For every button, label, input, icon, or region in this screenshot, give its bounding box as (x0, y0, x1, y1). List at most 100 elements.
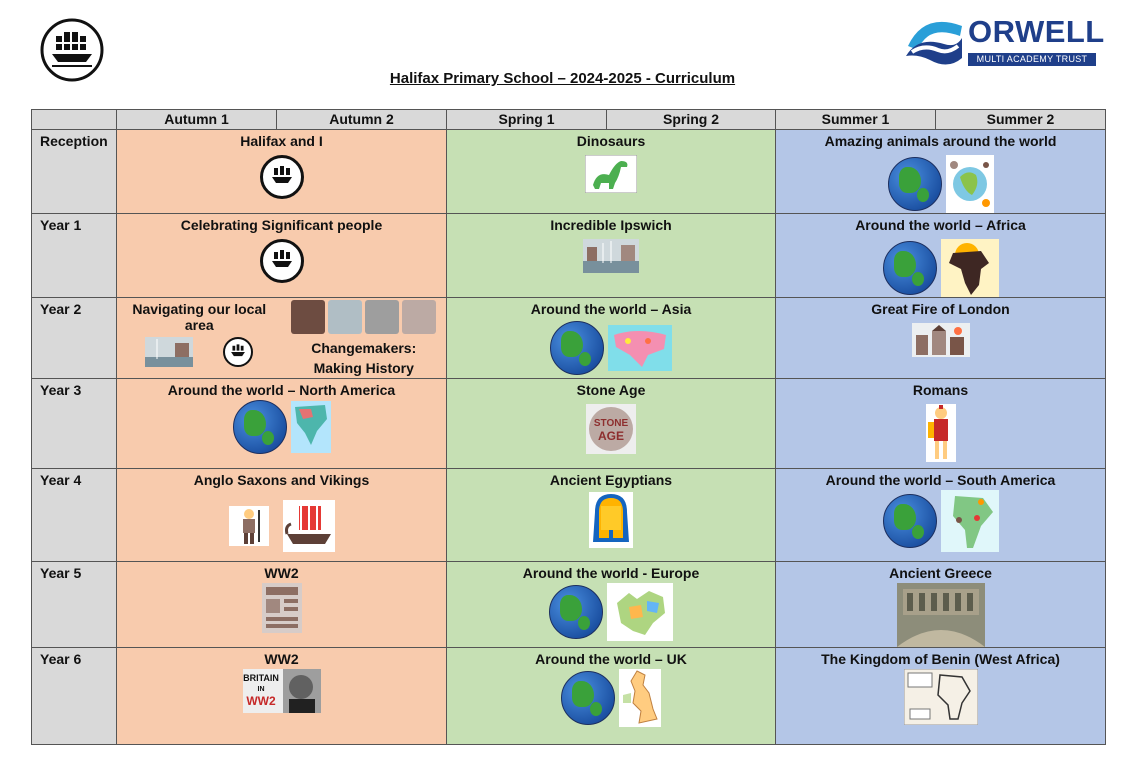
spring-topic-cell: Dinosaurs (446, 129, 776, 214)
portrait-photo (402, 300, 437, 334)
topic-label: Celebrating Significant people (180, 217, 383, 233)
topic-label: Anglo Saxons and Vikings (193, 472, 370, 488)
topic-label: Around the world – Asia (530, 301, 692, 317)
svg-text:AGE: AGE (598, 429, 624, 443)
topic-label: Around the world - Europe (522, 565, 700, 581)
globe-icon (882, 241, 937, 295)
summer-topic-cell: Amazing animals around the world (775, 129, 1106, 214)
topic-label: Around the world – Africa (855, 217, 1026, 233)
topic-label: Navigating our local area (132, 301, 267, 333)
table-row: Year 5 WW2 Around the world - Europe Anc… (31, 561, 1106, 648)
spring-topic-cell: Incredible Ipswich (446, 213, 776, 298)
col-summer-1: Summer 1 (775, 109, 936, 130)
year-label: Year 1 (31, 213, 117, 298)
globe-icon (561, 671, 615, 725)
trust-tagline: MULTI ACADEMY TRUST (968, 53, 1096, 66)
autumn-topic-cell: Around the world – North America (116, 378, 447, 469)
school-ship-icon (259, 155, 304, 199)
ww2-newspaper-picture (261, 583, 302, 633)
summer-topic-cell: Great Fire of London (775, 297, 1106, 379)
trust-logo: ORWELL MULTI ACADEMY TRUST (904, 14, 1104, 72)
topic-label: Dinosaurs (576, 133, 646, 149)
year-label: Year 4 (31, 468, 117, 562)
topic-label: Ancient Greece (889, 565, 992, 581)
globe-icon (549, 585, 603, 639)
ipswich-marina-photo (583, 239, 639, 273)
saxon-warrior-icon (228, 506, 269, 546)
summer-topic-cell: The Kingdom of Benin (West Africa) (775, 647, 1106, 745)
autumn-topic-cell: Halifax and I (116, 129, 447, 214)
local-area-photo (145, 337, 194, 367)
globe-icon (887, 157, 942, 211)
europe-map-icon (607, 583, 673, 641)
topic-label: Stone Age (576, 382, 646, 398)
topic-label: WW2 (264, 651, 299, 667)
svg-text:WW2: WW2 (246, 694, 276, 708)
topic-label: The Kingdom of Benin (West Africa) (821, 651, 1060, 667)
col-summer-2: Summer 2 (935, 109, 1106, 130)
year-label: Year 3 (31, 378, 117, 469)
portrait-photo (365, 300, 400, 334)
topic-label: Halifax and I (240, 133, 323, 149)
header-row: Autumn 1 Autumn 2 Spring 1 Spring 2 Summ… (31, 109, 1106, 130)
globe-icon (550, 321, 604, 375)
topic-label: Incredible Ipswich (550, 217, 672, 233)
globe-icon (882, 494, 937, 548)
portrait-photo (328, 300, 363, 334)
north-america-map-icon (290, 401, 331, 453)
roman-soldier-icon (925, 404, 956, 462)
dinosaur-icon (585, 155, 637, 193)
page-title: Halifax Primary School – 2024-2025 - Cur… (389, 70, 736, 87)
south-america-map-icon (940, 490, 999, 552)
year-label: Year 5 (31, 561, 117, 648)
topic-label: WW2 (264, 565, 299, 581)
topic-label: Romans (912, 382, 969, 398)
autumn-2-topic: Changemakers: Making History (282, 298, 447, 378)
animal-world-map-icon (945, 155, 994, 213)
col-spring-1: Spring 1 (446, 109, 607, 130)
spring-topic-cell: Around the world - Europe (446, 561, 776, 648)
year-label: Year 2 (31, 297, 117, 379)
autumn-topic-cell: Celebrating Significant people (116, 213, 447, 298)
year-label: Year 6 (31, 647, 117, 745)
school-ship-icon (259, 239, 304, 283)
svg-text:IN: IN (257, 686, 264, 693)
school-logo (40, 18, 104, 82)
col-autumn-1: Autumn 1 (116, 109, 277, 130)
benin-map-picture (903, 669, 978, 725)
autumn-split-cell: Navigating our local area Changemakers: … (116, 297, 447, 379)
tutankhamun-mask-icon (589, 492, 633, 548)
summer-topic-cell: Romans (775, 378, 1106, 469)
autumn-topic-cell: WW2 (116, 561, 447, 648)
asia-map-icon (608, 325, 672, 371)
globe-icon (232, 400, 287, 454)
year-label: Reception (31, 129, 117, 214)
portrait-photo (291, 300, 326, 334)
great-fire-picture (911, 323, 970, 357)
topic-label: Changemakers: Making History (311, 340, 417, 376)
autumn-1-topic: Navigating our local area (117, 298, 282, 378)
spring-topic-cell: Around the world – Asia (446, 297, 776, 379)
table-row: Reception Halifax and I Dinosaurs Amazin… (31, 129, 1106, 214)
topic-label: Great Fire of London (871, 301, 1010, 317)
summer-topic-cell: Ancient Greece (775, 561, 1106, 648)
topic-label: Ancient Egyptians (549, 472, 673, 488)
table-row: Year 1 Celebrating Significant people In… (31, 213, 1106, 298)
table-row: Year 3 Around the world – North America … (31, 378, 1106, 469)
topic-label: Around the world – South America (825, 472, 1056, 488)
uk-map-icon (619, 669, 661, 727)
trust-name: ORWELL (968, 14, 1105, 49)
topic-label: Around the world – UK (535, 651, 687, 667)
viking-ship-icon (282, 500, 335, 552)
greek-theatre-photo (896, 583, 985, 647)
summer-topic-cell: Around the world – Africa (775, 213, 1106, 298)
svg-text:STONE: STONE (594, 418, 629, 429)
africa-map-icon (940, 239, 999, 297)
summer-topic-cell: Around the world – South America (775, 468, 1106, 562)
col-autumn-2: Autumn 2 (276, 109, 447, 130)
